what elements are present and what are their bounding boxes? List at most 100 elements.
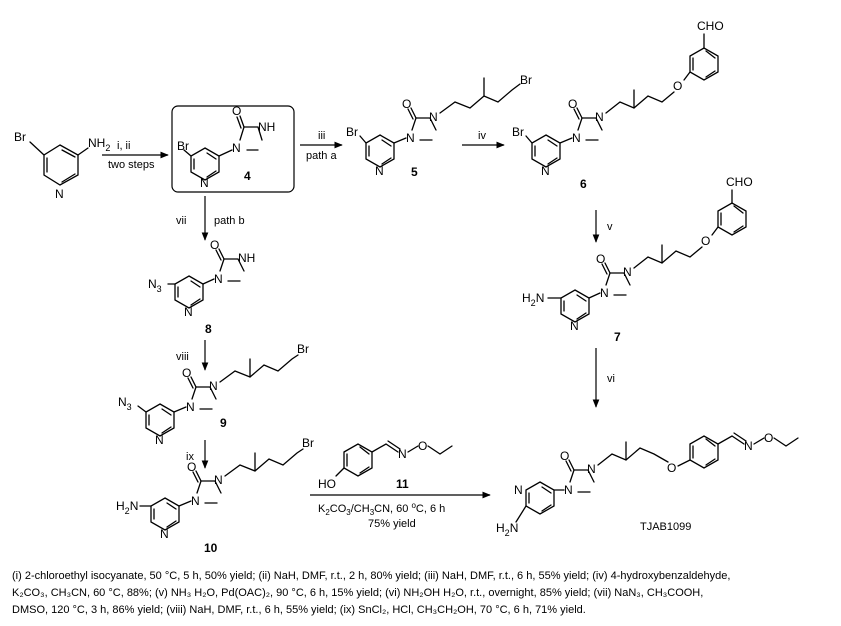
pyridine-n: N — [541, 164, 550, 178]
pyridine-n: N — [55, 187, 64, 201]
arrow-label: iv — [478, 130, 486, 142]
compound-4-box — [171, 105, 295, 193]
imidazolidinone-n2: N — [429, 110, 438, 124]
carbonyl-o: O — [232, 104, 241, 118]
oxime-n: N — [744, 439, 753, 453]
compound-label-final: TJAB1099 — [640, 521, 691, 533]
br-atom: Br — [512, 125, 524, 139]
arrow-label: vi — [607, 373, 615, 385]
pyridine-n: N — [375, 164, 384, 178]
arrow-step-iv: iv — [462, 130, 505, 149]
nh-atom: NH — [258, 120, 275, 134]
compound-label-6: 6 — [580, 177, 587, 191]
arrow-step-vi: vi — [592, 348, 615, 408]
aldehyde-group: CHO — [726, 175, 753, 189]
imidazolidinone-n: N — [572, 131, 581, 145]
imidazolidinone-n2: N — [587, 462, 596, 476]
legend-line-2: K₂CO₃, CH₃CN, 60 °C, 88%; (v) NH₃ H₂O, P… — [12, 587, 704, 599]
imidazolidinone-n: N — [564, 483, 573, 497]
legend-line-1: (i) 2-chloroethyl isocyanate, 50 °C, 5 h… — [12, 570, 731, 582]
compound-6: Br N N O N O CHO 6 — [512, 19, 724, 191]
imidazolidinone-n2: N — [209, 379, 218, 393]
h2n-group: H2N — [116, 499, 138, 516]
ether-o: O — [667, 461, 676, 475]
oxime-o: O — [418, 439, 427, 453]
arrow-step-v: v — [592, 210, 613, 243]
br-atom: Br — [297, 342, 309, 356]
h2n-group: H2N — [496, 521, 518, 538]
compound-9: N3 N N O N Br 9 — [118, 342, 309, 447]
oxime-n: N — [398, 447, 407, 461]
arrow-step-ix: ix — [186, 440, 209, 469]
reaction-conditions-legend: (i) 2-chloroethyl isocyanate, 50 °C, 5 h… — [12, 568, 832, 619]
arrow-label-yield: 75% yield — [368, 518, 416, 530]
compound-label-7: 7 — [614, 330, 621, 344]
azide-group: N3 — [118, 395, 132, 412]
arrow-label: viii — [176, 351, 189, 363]
compound-10: H2N N N O N Br 10 — [116, 436, 314, 555]
arrow-step-viii: viii — [176, 340, 209, 371]
br-atom: Br — [177, 139, 189, 153]
ether-o: O — [673, 79, 682, 93]
compound-label-8: 8 — [205, 322, 212, 336]
imidazolidinone-n: N — [186, 400, 195, 414]
pyridine-n: N — [200, 176, 209, 190]
pyridine-n: N — [514, 483, 523, 497]
imidazolidinone-n2: N — [623, 265, 632, 279]
carbonyl-o: O — [182, 366, 191, 380]
legend-line-3: DMSO, 120 °C, 3 h, 86% yield; (viii) NaH… — [12, 604, 586, 616]
arrow-step-i-ii: i, ii two steps — [102, 140, 169, 171]
arrow-label: v — [607, 221, 613, 233]
compound-7: H2N N N O N O CHO 7 — [522, 175, 753, 344]
imidazolidinone-n2: N — [595, 110, 604, 124]
pyridine-n: N — [184, 305, 193, 319]
carbonyl-o: O — [596, 252, 605, 266]
compound-4: Br N N O NH 4 — [171, 104, 295, 193]
compound-label-5: 5 — [411, 165, 418, 179]
imidazolidinone-n: N — [191, 494, 200, 508]
starting-material: Br NH2 N — [14, 130, 110, 201]
pyridine-n: N — [160, 527, 169, 541]
pyridine-n: N — [570, 319, 579, 333]
br-atom: Br — [302, 436, 314, 450]
carbonyl-o: O — [568, 97, 577, 111]
arrow-step-vii: vii path b — [176, 196, 245, 241]
arrow-label: ix — [186, 451, 194, 463]
imidazolidinone-n: N — [232, 141, 241, 155]
compound-11: HO N O 11 — [318, 439, 453, 491]
arrow-label-bottom: two steps — [108, 159, 155, 171]
nh-atom: NH — [238, 251, 255, 265]
carbonyl-o: O — [560, 449, 569, 463]
compound-5: Br N N O N Br 5 — [346, 73, 532, 179]
ether-o: O — [701, 234, 710, 248]
carbonyl-o: O — [210, 238, 219, 252]
carbonyl-o: O — [187, 460, 196, 474]
compound-8: N3 N N O NH 8 — [148, 238, 255, 336]
final-product: N H2N N O N O N O TJAB1099 — [496, 431, 799, 538]
arrow-label: vii — [176, 215, 186, 227]
br-atom: Br — [346, 125, 358, 139]
imidazolidinone-n: N — [406, 131, 415, 145]
nh2-atom: NH2 — [88, 136, 110, 153]
imidazolidinone-n: N — [214, 272, 223, 286]
pyridine-n: N — [155, 433, 164, 447]
arrow-label-conditions: K2CO3/CH3CN, 60 oC, 6 h — [318, 501, 445, 517]
compound-label-10: 10 — [204, 541, 218, 555]
carbonyl-o: O — [402, 97, 411, 111]
arrow-label-top: i, ii — [117, 140, 130, 152]
br-atom: Br — [14, 130, 26, 144]
azide-group: N3 — [148, 277, 162, 294]
compound-label-9: 9 — [220, 416, 227, 430]
imidazolidinone-n: N — [600, 286, 609, 300]
compound-label-4: 4 — [244, 169, 251, 183]
arrow-final: K2CO3/CH3CN, 60 oC, 6 h 75% yield — [310, 491, 491, 530]
imidazolidinone-n2: N — [214, 473, 223, 487]
compound-label-11: 11 — [396, 477, 409, 491]
arrow-label-path: path b — [214, 215, 245, 227]
hydroxyl-group: HO — [318, 477, 336, 491]
arrow-step-iii: iii path a — [300, 130, 343, 162]
oxime-o: O — [764, 431, 773, 445]
arrow-label-bottom: path a — [306, 150, 337, 162]
aldehyde-group: CHO — [697, 19, 724, 33]
